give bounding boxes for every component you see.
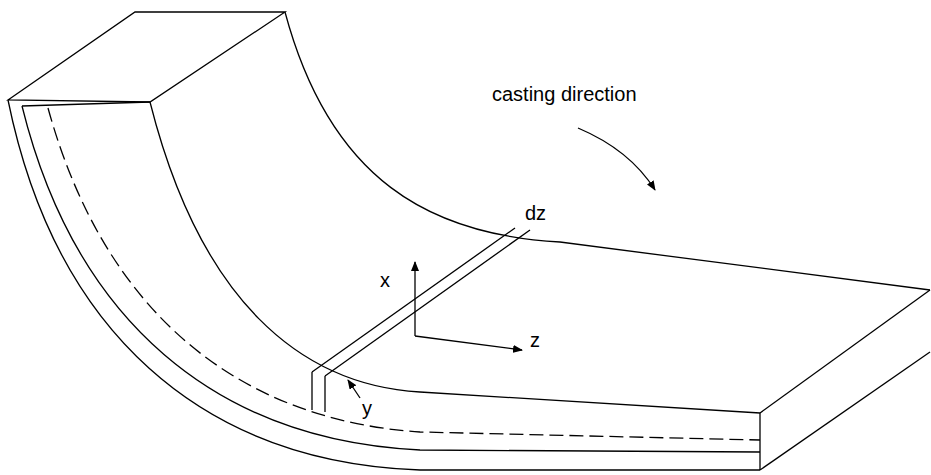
axis-label: y <box>362 398 372 418</box>
direction-label: casting direction <box>492 84 637 104</box>
axis-label: z <box>530 330 540 350</box>
axis-label: x <box>380 270 390 290</box>
increment-label: dz <box>525 203 546 223</box>
